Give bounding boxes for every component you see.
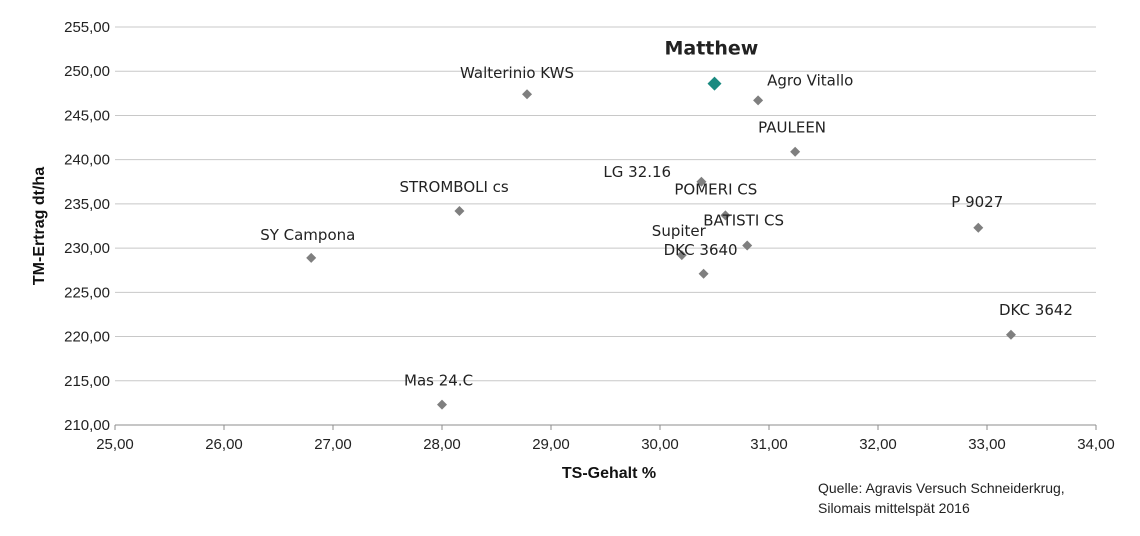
x-tick-label: 26,00 (205, 436, 243, 453)
data-point-label: DKC 3642 (999, 301, 1073, 319)
data-point-label: P 9027 (951, 193, 1003, 211)
data-points (306, 76, 1016, 410)
data-point-marker (698, 268, 709, 279)
grid-lines (114, 26, 1097, 430)
y-tick-label: 255,00 (64, 19, 110, 36)
y-tick-label: 225,00 (64, 284, 110, 301)
x-tick-label: 29,00 (532, 436, 570, 453)
data-point-label: BATISTI CS (703, 211, 784, 229)
y-tick-label: 220,00 (64, 329, 110, 346)
x-tick-label: 32,00 (859, 436, 897, 453)
x-tick-label: 25,00 (96, 436, 134, 453)
data-point-label: Walterinio KWS (460, 64, 574, 82)
x-tick-labels: 25,00 26,00 27,00 28,00 29,00 30,00 31,00 32,00… (96, 436, 1115, 453)
data-point-marker (742, 240, 753, 251)
data-point-marker (306, 252, 317, 263)
data-point-marker (522, 89, 533, 100)
data-point-label: Mas 24.C (404, 372, 473, 390)
x-tick-label: 33,00 (968, 436, 1006, 453)
y-tick-label: 210,00 (64, 417, 110, 434)
x-tick-label: 27,00 (314, 436, 352, 453)
x-tick-label: 34,00 (1077, 436, 1115, 453)
data-point-marker (753, 95, 764, 106)
x-tick-label: 31,00 (750, 436, 788, 453)
data-point-marker (790, 146, 801, 157)
data-point-label: STROMBOLI cs (399, 178, 508, 196)
y-tick-label: 230,00 (64, 240, 110, 257)
y-tick-label: 245,00 (64, 107, 110, 124)
y-tick-labels: 210,00 215,00 220,00 225,00 230,00 235,00 240,… (64, 19, 110, 434)
data-point-label: SY Campona (260, 226, 355, 244)
data-point-label: Supiter (652, 222, 707, 240)
data-point-marker (454, 205, 465, 216)
data-point-label: DKC 3640 (664, 241, 738, 259)
data-point-marker (437, 399, 447, 410)
data-point-marker (707, 76, 722, 91)
y-tick-label: 215,00 (64, 373, 110, 390)
data-point-marker (1005, 329, 1016, 340)
y-tick-label: 250,00 (64, 63, 110, 80)
data-point-marker (720, 210, 731, 221)
x-axis-title: TS-Gehalt % (562, 465, 656, 482)
data-point-marker (696, 176, 707, 187)
data-point-label: POMERI CS (674, 180, 757, 198)
data-point-label: Matthew (665, 38, 759, 60)
data-point-label: LG 32.16 (603, 163, 671, 181)
source-line-1: Quelle: Agravis Versuch Schneiderkrug, (818, 480, 1065, 496)
data-point-label: PAULEEN (758, 119, 826, 137)
data-point-marker (676, 250, 687, 261)
source-note: Quelle: Agravis Versuch Schneiderkrug, S… (818, 478, 1065, 518)
source-line-2: Silomais mittelspät 2016 (818, 500, 970, 516)
y-axis-title: TM-Ertrag dt/ha (31, 167, 48, 285)
y-tick-label: 235,00 (64, 196, 110, 213)
x-tick-label: 30,00 (641, 436, 679, 453)
data-point-marker (973, 222, 984, 233)
data-point-label: Agro Vitallo (767, 71, 853, 89)
x-tick-label: 28,00 (423, 436, 461, 453)
y-tick-label: 240,00 (64, 152, 110, 169)
